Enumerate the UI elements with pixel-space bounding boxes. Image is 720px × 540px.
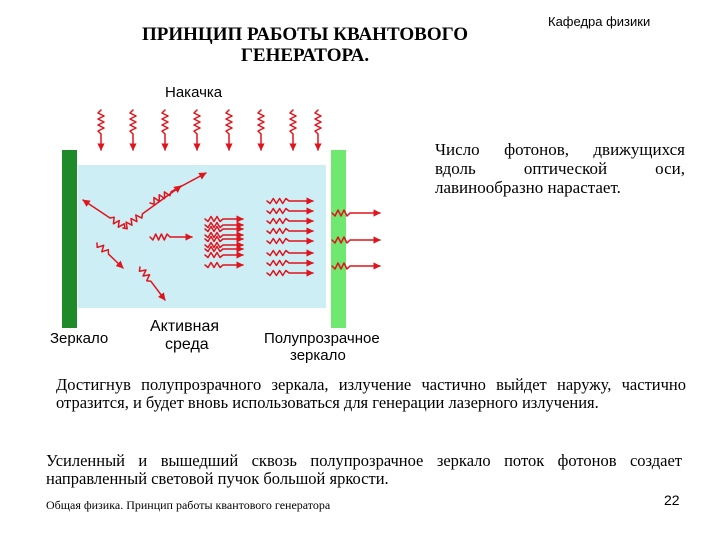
photon-arrow-icon [204, 225, 244, 233]
photon-arrows [82, 109, 381, 301]
semi-mirror-label-line2: зеркало [290, 347, 346, 364]
photon-arrow-icon [204, 235, 244, 243]
photon-arrow-icon [225, 109, 233, 151]
active-medium-label-line2: среда [165, 336, 209, 353]
photon-arrow-icon [266, 197, 314, 205]
photon-arrow-icon [331, 209, 381, 217]
mirror-label: Зеркало [50, 330, 109, 347]
photon-arrow-icon [204, 245, 244, 253]
photon-arrow-icon [204, 241, 244, 249]
photon-arrow-icon [266, 207, 314, 215]
slide-title: ПРИНЦИП РАБОТЫ КВАНТОВОГО ГЕНЕРАТОРА. [141, 24, 468, 66]
photon-arrow-icon [97, 109, 105, 151]
photon-arrow-icon [331, 262, 381, 270]
department-label: Кафедра физики [548, 14, 651, 29]
photon-arrow-icon [138, 266, 166, 301]
photon-arrow-icon [149, 233, 193, 241]
photon-arrow-icon [266, 249, 314, 257]
photon-avalanche-text: Число фотонов, движущихся вдоль оптическ… [435, 140, 685, 197]
photon-arrow-icon [331, 236, 381, 244]
photon-arrow-icon [149, 172, 207, 205]
photon-arrow-icon [257, 109, 265, 151]
photon-arrow-icon [314, 109, 322, 151]
photon-arrow-icon [204, 261, 244, 269]
footer-text: Общая физика. Принцип работы квантового … [46, 498, 331, 512]
paragraph-output-beam: Усиленный и вышедший сквозь полупрозрачн… [46, 451, 682, 488]
photon-arrow-icon [266, 269, 314, 277]
photon-arrow-icon [204, 251, 244, 259]
page-number: 22 [664, 492, 680, 508]
semi-mirror-label-line1: Полупрозрачное [264, 330, 380, 347]
photon-arrow-icon [82, 199, 126, 229]
photon-arrow-icon [204, 221, 244, 229]
photon-arrow-icon [266, 227, 314, 235]
photon-arrow-icon [266, 237, 314, 245]
photon-arrow-icon [129, 109, 137, 151]
photon-arrow-icon [193, 109, 201, 151]
photon-arrow-icon [122, 185, 182, 230]
paragraph-partial-reflection: Достигнув полупрозрачного зеркала, излуч… [56, 375, 686, 412]
mirror [62, 150, 77, 328]
active-medium-label-line1: Активная [150, 318, 220, 335]
active-medium [78, 165, 326, 308]
photon-arrow-icon [266, 259, 314, 267]
photon-arrow-icon [289, 109, 297, 151]
photon-arrow-icon [204, 231, 244, 239]
photon-arrow-icon [161, 109, 169, 151]
pump-label: Накачка [165, 84, 223, 101]
photon-arrow-icon [266, 217, 314, 225]
photon-arrow-icon [204, 215, 244, 223]
laser-diagram [62, 109, 381, 328]
photon-arrow-icon [96, 242, 124, 269]
